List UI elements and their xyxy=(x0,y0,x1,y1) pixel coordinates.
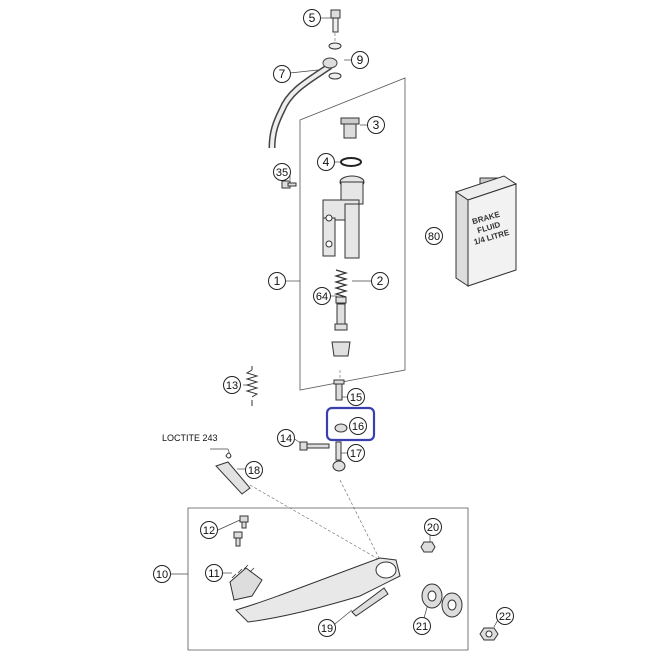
callout-20: 20 xyxy=(424,518,442,536)
callout-number: 14 xyxy=(280,433,292,445)
callout-10: 10 xyxy=(153,565,171,583)
callout-number: 16 xyxy=(352,421,364,433)
callout-18: 18 xyxy=(245,461,263,479)
piston-set xyxy=(331,296,351,357)
nut-20 xyxy=(420,541,436,553)
callout-12: 12 xyxy=(200,521,218,539)
callout-number: 1 xyxy=(274,274,281,288)
callout-number: 7 xyxy=(279,67,286,81)
washer-upper xyxy=(328,42,342,50)
callout-number: 5 xyxy=(309,11,316,25)
bleed-bolt xyxy=(281,180,297,189)
nut-22 xyxy=(479,627,499,641)
callout-15: 15 xyxy=(347,388,365,406)
pedal-assembly-frame xyxy=(187,507,469,651)
callout-number: 19 xyxy=(321,623,333,635)
pedal-bolt xyxy=(351,587,389,617)
callout-35: 35 xyxy=(273,163,291,181)
lock-nut xyxy=(334,423,348,433)
callout-14: 14 xyxy=(277,429,295,447)
return-spring xyxy=(245,366,259,406)
callout-19: 19 xyxy=(318,619,336,637)
callout-number: 9 xyxy=(357,53,364,67)
callout-21: 21 xyxy=(413,617,431,635)
callout-64: 64 xyxy=(313,287,331,305)
callout-17: 17 xyxy=(347,444,365,462)
callout-80: 80 xyxy=(425,227,443,245)
callout-number: 13 xyxy=(226,380,238,392)
callout-number: 11 xyxy=(208,568,219,580)
footpeg-bolts xyxy=(233,515,249,547)
master-cylinder-frame xyxy=(299,77,406,391)
reservoir-cap xyxy=(340,117,360,139)
bearings xyxy=(421,583,463,618)
callout-number: 18 xyxy=(248,465,260,477)
callout-16: 16 xyxy=(349,417,367,435)
leader-lines xyxy=(171,17,501,629)
o-ring xyxy=(340,157,362,167)
brake-pedal xyxy=(229,557,401,623)
clevis xyxy=(332,441,346,472)
brake-fluid-bottle xyxy=(454,175,518,287)
master-cylinder-body xyxy=(322,175,365,259)
clevis-bolt xyxy=(299,441,330,451)
loctite-note: LOCTITE 243 xyxy=(162,433,218,443)
callout-1: 1 xyxy=(268,272,286,290)
callout-22: 22 xyxy=(496,607,514,625)
callout-9: 9 xyxy=(351,51,369,69)
push-rod xyxy=(333,379,345,401)
callout-number: 12 xyxy=(203,525,215,537)
callout-13: 13 xyxy=(223,376,241,394)
callout-number: 21 xyxy=(416,621,428,633)
pivot-bolt xyxy=(215,452,251,495)
callout-number: 10 xyxy=(156,569,168,581)
brake-hose xyxy=(268,57,338,149)
callout-7: 7 xyxy=(273,65,291,83)
part-16-highlight xyxy=(325,406,376,442)
callout-number: 35 xyxy=(276,167,288,179)
piston-spring xyxy=(333,269,349,298)
callout-2: 2 xyxy=(371,272,389,290)
callout-number: 4 xyxy=(323,155,330,169)
callout-number: 17 xyxy=(350,448,362,460)
callout-number: 22 xyxy=(499,611,511,623)
callout-number: 15 xyxy=(350,392,362,404)
callout-4: 4 xyxy=(317,153,335,171)
callout-number: 64 xyxy=(316,291,328,303)
callout-5: 5 xyxy=(303,9,321,27)
callout-number: 20 xyxy=(427,522,439,534)
banjo-bolt xyxy=(330,9,341,33)
washer-lower xyxy=(328,72,342,80)
callout-11: 11 xyxy=(205,564,223,582)
callout-number: 3 xyxy=(373,118,380,132)
callout-number: 80 xyxy=(428,231,440,243)
callout-3: 3 xyxy=(367,116,385,134)
callout-number: 2 xyxy=(377,274,384,288)
